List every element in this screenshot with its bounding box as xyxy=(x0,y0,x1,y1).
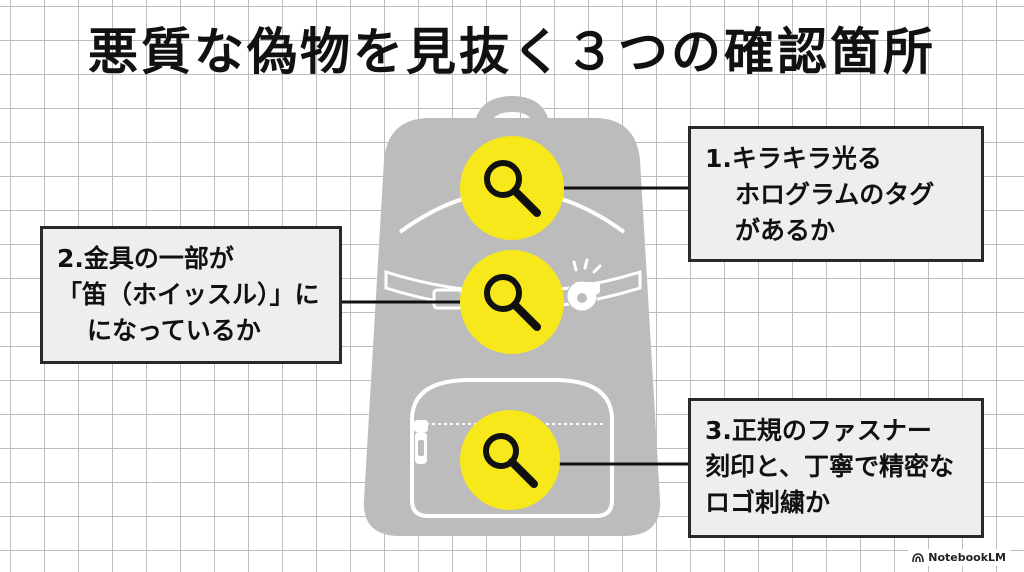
backpack-buckle xyxy=(432,288,464,310)
callout-line: 2.金具の一部が xyxy=(57,244,234,273)
callout-line: ホログラムのタグ xyxy=(735,180,935,209)
backpack-front-pocket xyxy=(410,378,614,518)
callout-whistle-hardware: 2.金具の一部が 「笛（ホイッスル）」に になっているか xyxy=(40,226,342,364)
brand-watermark: NotebookLM xyxy=(908,549,1010,566)
callout-number: 3. xyxy=(705,416,732,445)
magnifier-badge-2 xyxy=(460,250,564,354)
whistle-icon xyxy=(566,258,602,312)
callout-line: 1.キラキラ光る xyxy=(705,144,882,173)
callout-line: 刻印と、丁寧で精密な xyxy=(705,452,955,481)
callout-line: があるか xyxy=(735,216,836,245)
callout-line: 「笛（ホイッスル）」に xyxy=(57,280,320,309)
magnifier-icon xyxy=(484,274,541,331)
callout-line: ロゴ刺繍か xyxy=(705,488,831,517)
notebooklm-logo-icon xyxy=(912,552,925,562)
callout-line: 3.正規のファスナー xyxy=(705,416,932,445)
callout-hologram-tag: 1.キラキラ光る ホログラムのタグ があるか xyxy=(688,126,984,262)
magnifier-icon xyxy=(483,433,538,488)
callout-number: 2. xyxy=(57,244,84,273)
magnifier-badge-3 xyxy=(460,410,560,510)
callout-zipper-logo: 3.正規のファスナー 刻印と、丁寧で精密な ロゴ刺繍か xyxy=(688,398,984,538)
magnifier-icon xyxy=(484,160,541,217)
brand-label: NotebookLM xyxy=(928,551,1006,564)
callout-line: になっているか xyxy=(87,316,261,345)
magnifier-badge-1 xyxy=(460,136,564,240)
page-title: 悪質な偽物を見抜く３つの確認箇所 xyxy=(88,23,936,81)
callout-number: 1. xyxy=(705,144,732,173)
zipper-pull-icon xyxy=(414,420,428,464)
